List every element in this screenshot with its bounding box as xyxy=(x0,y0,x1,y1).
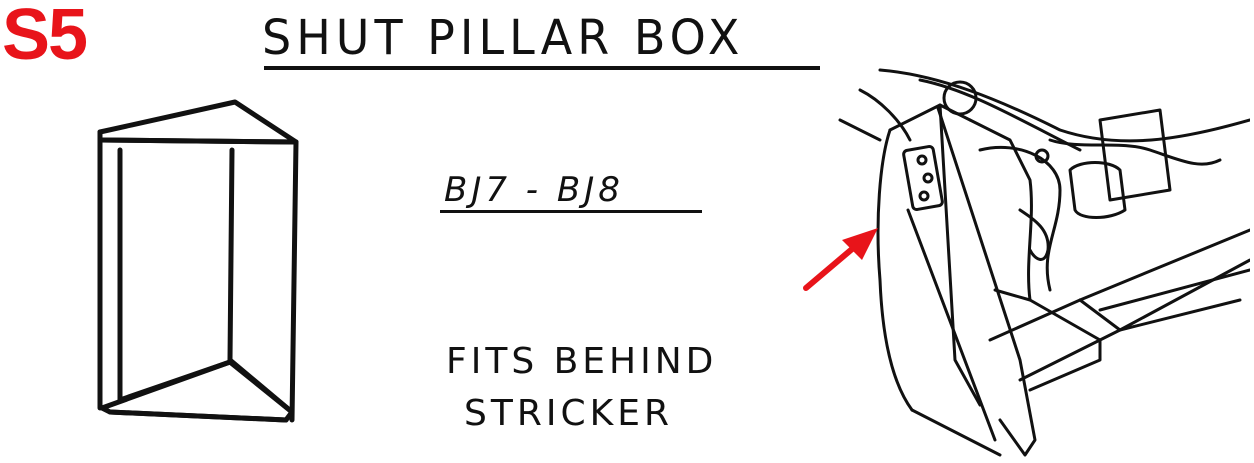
title-underline xyxy=(264,66,820,70)
diagram-title: SHUT PILLAR BOX xyxy=(262,8,745,66)
shut-pillar-box-drawing xyxy=(97,99,299,423)
model-underline xyxy=(440,210,702,213)
fitment-note-line-2: STRICKER xyxy=(464,393,673,434)
door-pillar-illustration xyxy=(838,68,1250,457)
part-code: S5 xyxy=(2,0,88,75)
model-range: BJ7 - BJ8 xyxy=(444,170,624,210)
fitment-note: FITS BEHIND STRICKER xyxy=(446,336,717,440)
fitment-note-line-1: FITS BEHIND xyxy=(446,341,718,382)
red-arrow-icon xyxy=(803,228,878,291)
